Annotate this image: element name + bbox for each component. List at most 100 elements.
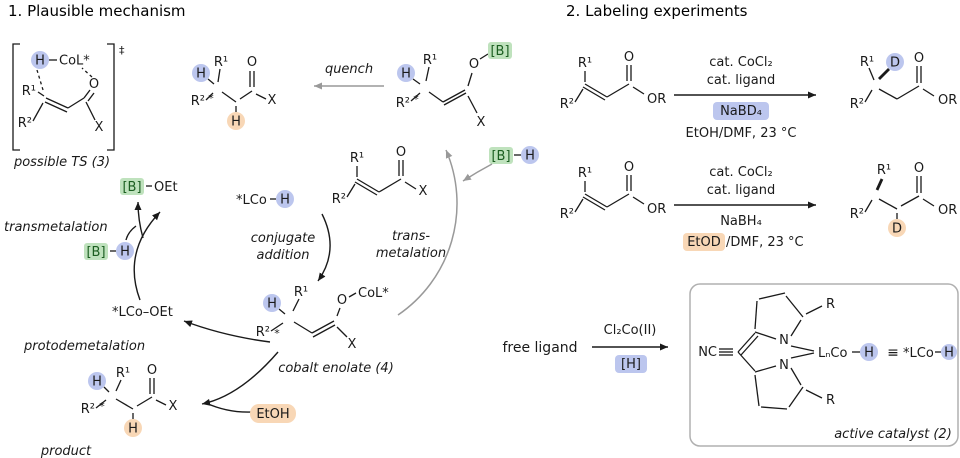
atom-or: OR	[647, 92, 666, 107]
h-highlight	[397, 64, 415, 82]
step-transmetalation: transmetalation	[4, 220, 108, 235]
lnco-label: LₙCo	[818, 346, 847, 361]
h-highlight	[31, 51, 49, 69]
atom-o: O	[337, 293, 347, 308]
atom-r: R	[826, 297, 835, 312]
double-dagger: ‡	[119, 44, 125, 57]
atom-or: OR	[938, 93, 957, 108]
stereo-star: *	[208, 92, 214, 105]
atom-x: X	[348, 337, 357, 352]
substrate-structure: R¹ R² O X	[332, 145, 428, 207]
atom-x: X	[268, 93, 277, 108]
atom-r2: R²	[332, 192, 346, 207]
atom-d: D	[890, 56, 900, 71]
atom-n: N	[779, 333, 789, 348]
free-ligand-label: free ligand	[502, 340, 577, 356]
h-source-highlight	[615, 355, 647, 373]
atom-r1: R¹	[214, 55, 228, 70]
atom-b: [B]	[491, 149, 510, 164]
atom-h: H	[267, 297, 277, 312]
lco-label: *LCo	[903, 346, 934, 361]
h-source-label: [H]	[621, 357, 641, 372]
atom-r1: R¹	[116, 366, 130, 381]
atom-h: H	[944, 346, 954, 361]
equiv-sign: ≡	[887, 345, 899, 361]
h-highlight	[88, 372, 106, 390]
ethanol-species: EtOH	[250, 404, 296, 423]
quench-arrow: quench	[314, 62, 384, 90]
reaction-1-substrate: R¹ R² O OR	[560, 50, 667, 112]
cobalt-ethoxide-species: *LCo–OEt	[112, 305, 173, 320]
atom-r2: R²	[191, 94, 205, 109]
boron-ethoxide-species: [B] OEt	[120, 178, 178, 195]
nabd4-highlight	[713, 102, 769, 120]
reaction-1-product: R¹ D R² O OR	[850, 51, 958, 112]
reaction-1-nabd4: NaBD₄	[720, 104, 762, 119]
boron-enolate-structure: H R¹ R² * O [B] X	[396, 42, 512, 130]
atom-o: O	[469, 57, 479, 72]
stereo-star: *	[99, 400, 105, 413]
atom-r1: R¹	[22, 84, 36, 99]
atom-r1: R¹	[294, 285, 308, 300]
atom-o: O	[89, 77, 99, 92]
reaction-2: R¹ R² O OR cat. CoCl₂ cat. ligand NaBH₄ …	[560, 160, 957, 251]
active-catalyst-structure: NC N R	[698, 292, 957, 410]
atom-r2: R²	[850, 97, 864, 112]
atom-r2: R²	[396, 96, 410, 111]
cobalt-enolate-label: cobalt enolate (4)	[278, 361, 394, 376]
etod-highlight	[683, 233, 725, 251]
reaction-2-cat-ligand: cat. ligand	[707, 183, 775, 198]
atom-o: O	[914, 51, 924, 66]
reaction-1-cat-cocl2: cat. CoCl₂	[709, 55, 772, 70]
catalytic-cycle-arrows	[125, 149, 493, 413]
atom-o: O	[914, 161, 924, 176]
ts-label: possible TS (3)	[13, 155, 110, 170]
atom-r1: R¹	[350, 151, 364, 166]
atom-b: [B]	[122, 180, 141, 195]
h-highlight	[941, 344, 957, 360]
reaction-2-etod: EtOD	[687, 235, 721, 250]
atom-h: H	[120, 245, 130, 260]
transition-state-structure: ‡ H CoL* R¹ R² O X	[12, 43, 125, 151]
section-1-mechanism: 1. Plausible mechanism ‡ H CoL* R¹ R² O …	[4, 2, 539, 458]
atom-col-star: CoL*	[59, 54, 90, 69]
atom-r2: R²	[560, 97, 574, 112]
atom-col-star: CoL*	[358, 286, 389, 301]
step-trans-metalation: trans-	[392, 229, 430, 244]
step-conjugate-addition: conjugate	[251, 231, 316, 246]
atom-r1: R¹	[877, 163, 891, 178]
h-highlight	[192, 64, 210, 82]
atom-h: H	[231, 115, 241, 130]
step-conjugate-addition: addition	[257, 248, 310, 263]
atom-oet: OEt	[154, 180, 178, 195]
atom-r2: R²	[256, 325, 270, 340]
atom-o: O	[247, 55, 257, 70]
atom-o: O	[396, 145, 406, 160]
atom-r2: R²	[81, 402, 95, 417]
reaction-2-product: R¹ R² D O OR	[850, 161, 957, 237]
atom-x: X	[169, 399, 178, 414]
boron-highlight	[488, 42, 512, 59]
section-2-title: 2. Labeling experiments	[566, 2, 748, 20]
atom-o: O	[624, 50, 634, 65]
atom-b: [B]	[490, 44, 509, 59]
h-highlight	[860, 343, 878, 361]
h-highlight	[521, 146, 539, 164]
section-1-title: 1. Plausible mechanism	[8, 2, 186, 20]
reaction-1-conditions: EtOH/DMF, 23 °C	[686, 126, 797, 141]
atom-h: H	[196, 67, 206, 82]
atom-o: O	[147, 363, 157, 378]
catalyst-formation: free ligand Cl₂Co(II) [H] NC N	[502, 283, 959, 447]
atom-h: H	[35, 54, 45, 69]
etoh-highlight	[250, 404, 296, 423]
active-catalyst-box	[689, 283, 959, 447]
step-trans-metalation: metalation	[376, 246, 446, 261]
stereo-star: *	[274, 327, 280, 340]
atom-r1: R¹	[578, 56, 592, 71]
h-highlight	[263, 294, 281, 312]
h-highlight	[276, 190, 294, 208]
atom-h: H	[525, 149, 535, 164]
atom-h: H	[401, 67, 411, 82]
